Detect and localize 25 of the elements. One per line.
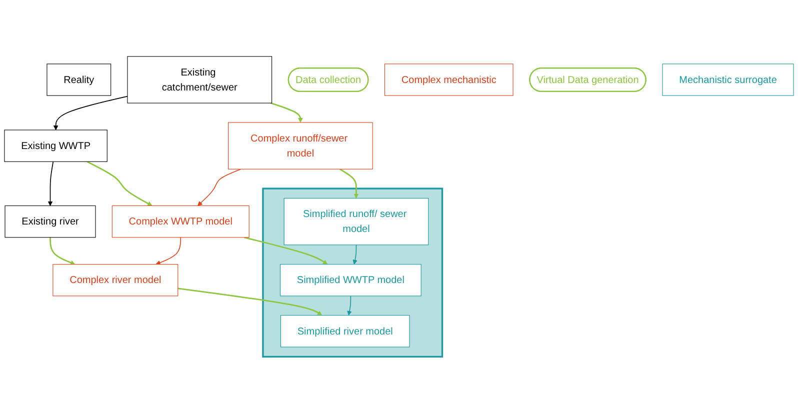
arrow (270, 102, 303, 124)
arrow (50, 238, 76, 266)
node-box: Existing river (4, 206, 96, 238)
node-box: Complex mechanistic (384, 64, 514, 96)
arrow (347, 296, 352, 316)
node-box: Complex river model (52, 264, 178, 297)
arrow (339, 168, 359, 199)
node-box: Simplified runoff/ sewer model (284, 198, 429, 246)
node-box: Reality (46, 64, 112, 96)
node-box: Existing catchment/sewer (127, 56, 272, 104)
arrow (48, 162, 54, 206)
node-box: Complex runoff/sewer model (228, 122, 373, 170)
node-box: Mechanistic surrogate (662, 64, 794, 96)
arrow (53, 96, 128, 131)
cluster (262, 188, 444, 358)
arrow (86, 161, 152, 206)
node-box: Simplified WWTP model (280, 264, 422, 297)
arrow (197, 169, 242, 206)
arrow (178, 288, 322, 316)
node-box: Complex WWTP model (112, 206, 250, 238)
arrow (352, 244, 358, 265)
arrow (244, 237, 328, 265)
node-box: Simplified river model (280, 316, 410, 348)
arrow (156, 237, 182, 266)
node-box: Existing WWTP (4, 130, 108, 162)
